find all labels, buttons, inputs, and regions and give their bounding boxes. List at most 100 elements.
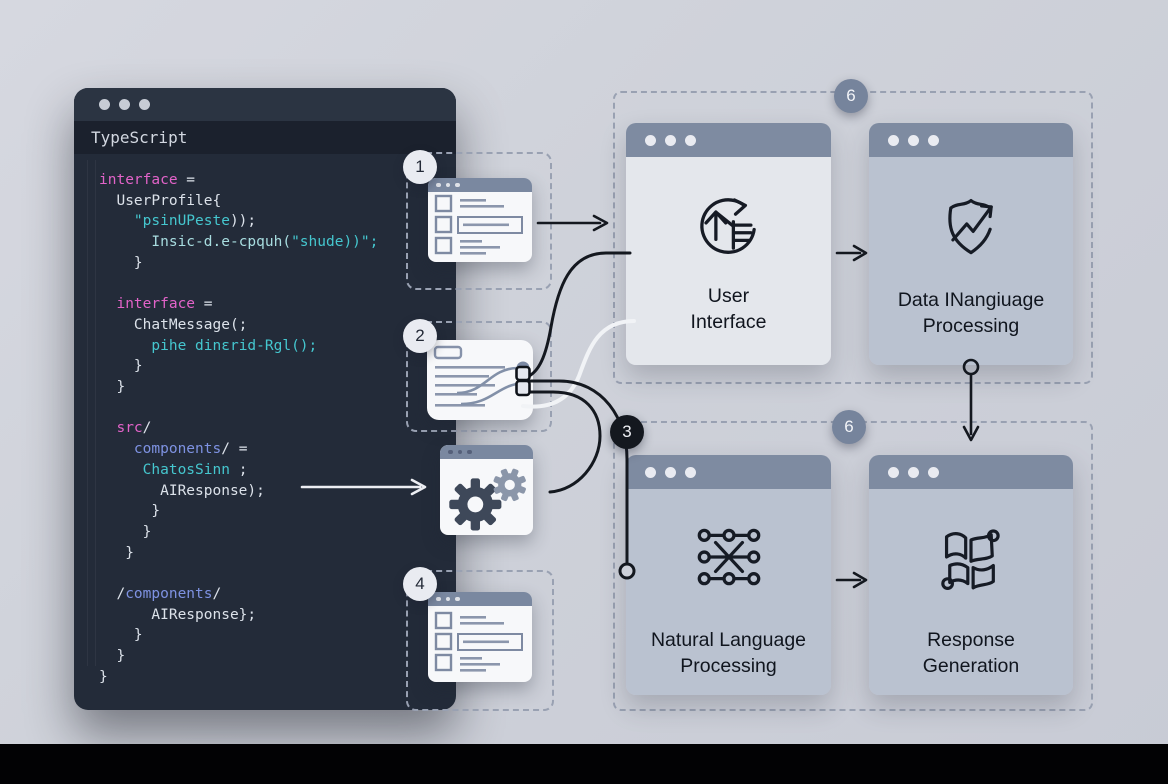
step1-badge: 1 bbox=[403, 150, 437, 184]
window-dot-icon bbox=[928, 134, 939, 146]
window-dot-icon bbox=[457, 449, 462, 455]
window-dot-icon bbox=[908, 134, 919, 146]
card-label-line2: Processing bbox=[922, 315, 1020, 337]
flag-panels-icon bbox=[937, 523, 1005, 596]
card-body bbox=[626, 489, 831, 695]
card-titlebar bbox=[626, 123, 831, 157]
notes-thumbnail bbox=[427, 340, 533, 420]
form-list-icon bbox=[434, 194, 523, 255]
card-titlebar bbox=[626, 455, 831, 489]
card-label: Natural Language Processing bbox=[626, 627, 831, 679]
code-line: } bbox=[99, 627, 143, 644]
footer-black-bar bbox=[0, 744, 1168, 784]
card-body bbox=[869, 489, 1073, 695]
card-response-generation: Response Generation bbox=[869, 455, 1073, 695]
form-list-icon bbox=[434, 611, 523, 672]
window-dot-icon bbox=[455, 596, 460, 602]
bottom-group-badge: 6 bbox=[832, 410, 866, 444]
code-line: } bbox=[99, 503, 161, 520]
code-line: /components/ bbox=[99, 586, 222, 603]
refresh-list-icon bbox=[694, 189, 764, 264]
code-area: interface = UserProfile{ "psinUPeste)); … bbox=[74, 154, 456, 688]
card-data-language-processing: Data INangiuage Processing bbox=[869, 123, 1073, 365]
shield-trend-icon bbox=[937, 191, 1005, 264]
form-list-thumbnail bbox=[428, 178, 532, 262]
card-label-line1: User bbox=[707, 285, 750, 307]
card-natural-language-processing: Natural Language Processing bbox=[626, 455, 831, 695]
window-dot-icon bbox=[455, 182, 460, 188]
gears-icon bbox=[449, 468, 526, 531]
top-group-badge: 6 bbox=[834, 79, 868, 113]
window-dot-icon bbox=[445, 182, 450, 188]
window-dot-icon bbox=[665, 134, 676, 146]
thumb-titlebar bbox=[428, 178, 532, 192]
thumb-titlebar bbox=[440, 445, 533, 459]
code-line: AIResponse); bbox=[99, 482, 265, 499]
code-line: src/ bbox=[116, 420, 152, 437]
code-line: components/ = bbox=[133, 441, 248, 458]
card-label-line1: Response bbox=[927, 629, 1015, 651]
editor-titlebar bbox=[74, 88, 456, 121]
code-line bbox=[99, 274, 456, 295]
window-dot-icon bbox=[685, 134, 696, 146]
window-dot-icon bbox=[908, 466, 919, 478]
code-line bbox=[99, 398, 456, 419]
window-dot-icon bbox=[888, 134, 899, 146]
window-dot-icon bbox=[665, 466, 676, 478]
window-dot-icon bbox=[139, 99, 150, 110]
code-line: interface = bbox=[99, 172, 196, 188]
code-line: UserProfile{ bbox=[99, 192, 222, 209]
step3-badge: 3 bbox=[610, 415, 644, 449]
code-line: Insic-d.e-cpquh("shude))"; bbox=[151, 234, 379, 251]
window-dot-icon bbox=[645, 466, 656, 478]
window-dot-icon bbox=[685, 466, 696, 478]
network-nodes-icon bbox=[696, 527, 762, 592]
code-line: } bbox=[99, 668, 108, 685]
step2-badge: 2 bbox=[403, 319, 437, 353]
window-dot-icon bbox=[436, 596, 441, 602]
window-dot-icon bbox=[99, 99, 110, 110]
code-line: } bbox=[99, 379, 126, 396]
editor-language-label: TypeScript bbox=[91, 128, 188, 147]
window-dot-icon bbox=[888, 466, 899, 478]
card-body bbox=[626, 157, 831, 365]
step4-dashed-box bbox=[406, 570, 554, 711]
window-dot-icon bbox=[436, 182, 441, 188]
card-label-line2: Generation bbox=[922, 655, 1020, 677]
card-body bbox=[869, 157, 1073, 365]
window-dot-icon bbox=[467, 449, 472, 455]
thumb-titlebar bbox=[428, 592, 532, 606]
card-label: Response Generation bbox=[869, 627, 1073, 679]
code-line: AIResponse}; bbox=[99, 606, 257, 623]
card-label-line2: Interface bbox=[690, 311, 767, 333]
card-titlebar bbox=[869, 455, 1073, 489]
code-line: } bbox=[99, 544, 134, 561]
code-line: } bbox=[99, 648, 126, 665]
window-dot-icon bbox=[645, 134, 656, 146]
card-titlebar bbox=[869, 123, 1073, 157]
code-line: } bbox=[99, 254, 143, 271]
code-line: interface = bbox=[116, 296, 213, 313]
card-label: User Interface bbox=[626, 283, 831, 335]
editor-language-bar: TypeScript bbox=[74, 121, 456, 154]
indent-guide bbox=[87, 160, 88, 666]
code-editor-window: TypeScript interface = UserProfile{ "psi… bbox=[74, 88, 456, 710]
card-label-line1: Natural Language bbox=[650, 629, 807, 651]
window-dot-icon bbox=[448, 449, 453, 455]
code-line: pihe dinɛrid-Rgl(); bbox=[151, 337, 318, 354]
form-list-thumbnail bbox=[428, 592, 532, 682]
card-label: Data INangiuage Processing bbox=[869, 287, 1073, 339]
settings-thumbnail bbox=[440, 445, 533, 535]
window-dot-icon bbox=[445, 596, 450, 602]
code-line: ChatMessage(; bbox=[99, 316, 248, 333]
indent-guide bbox=[95, 160, 96, 666]
card-label-line2: Processing bbox=[680, 655, 777, 677]
code-line: } bbox=[99, 523, 152, 540]
window-dot-icon bbox=[928, 466, 939, 478]
window-dot-icon bbox=[119, 99, 130, 110]
card-label-line1: Data INangiuage bbox=[897, 289, 1045, 311]
card-user-interface: User Interface bbox=[626, 123, 831, 365]
notes-lines-icon bbox=[433, 345, 530, 407]
code-line: ChatosSinn ; bbox=[142, 461, 248, 478]
